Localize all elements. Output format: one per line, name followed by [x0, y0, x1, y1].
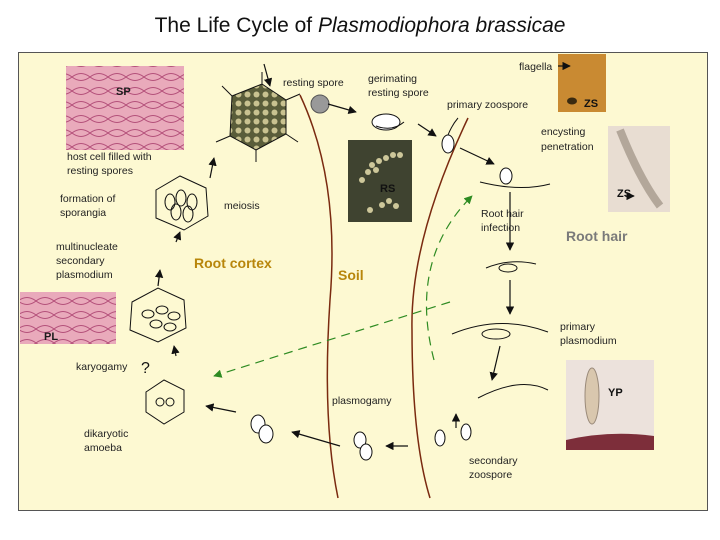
label-multinucleate-2: secondary — [56, 255, 105, 267]
germinating-zoospore-flagellum — [375, 121, 405, 129]
label-primary-plasmodium-1: primary — [560, 321, 596, 333]
root-hair-early-shape — [485, 261, 537, 269]
photo-zs-right: ZS — [608, 126, 670, 212]
label-plasmogamy: plasmogamy — [332, 395, 392, 407]
label-question-mark: ? — [141, 360, 150, 377]
secondary-zoospore-icon-2 — [460, 423, 472, 441]
label-flagella: flagella — [519, 61, 552, 73]
diagram-title: The Life Cycle of Plasmodiophora brassic… — [0, 14, 720, 38]
label-germinating-1: gerimating — [368, 73, 417, 85]
photo-pl-label: PL — [44, 331, 58, 343]
plasmogamy-cell-1 — [353, 431, 367, 449]
label-secondary-2: zoospore — [469, 469, 512, 481]
cortex-boundary-line — [299, 94, 339, 499]
photo-sp: SP — [66, 66, 184, 150]
label-host-cell-1: host cell filled with — [67, 151, 152, 163]
root-hair-infection-shape — [479, 181, 551, 189]
label-meiosis: meiosis — [224, 200, 260, 212]
label-resting-spore: resting spore — [283, 77, 344, 89]
photo-rs: RS — [348, 140, 412, 222]
label-root-hair-infection-1: Root hair — [481, 208, 524, 220]
label-dikaryotic-2: amoeba — [84, 442, 122, 454]
label-primary-plasmodium-2: plasmodium — [560, 335, 617, 347]
encysting-zoospore-icon — [499, 167, 513, 185]
root-hair-zoospores-shape — [477, 384, 549, 399]
sporangia-cell-shape — [155, 175, 209, 231]
photo-rs-label: RS — [380, 183, 395, 195]
zone-root-cortex: Root cortex — [194, 255, 272, 271]
dashed-arrow-root-hair — [425, 195, 473, 361]
label-multinucleate-1: multinucleate — [56, 241, 118, 253]
plasmodium-contents — [141, 305, 181, 332]
label-dikaryotic-1: dikaryotic — [84, 428, 128, 440]
root-hair-plasmodium-shape — [451, 322, 549, 335]
photo-yp: YP — [566, 360, 654, 450]
label-formation-1: formation of — [60, 193, 116, 205]
title-species: Plasmodiophora brassicae — [317, 14, 566, 37]
primary-zoospore-flagellum — [447, 117, 459, 136]
label-formation-2: sporangia — [60, 207, 106, 219]
zone-root-hair: Root hair — [566, 228, 628, 244]
resting-spore-icon — [310, 94, 330, 114]
label-germinating-2: resting spore — [368, 87, 429, 99]
host-cell-spores-shape — [229, 83, 287, 151]
photo-pl: PL — [20, 292, 116, 344]
host-cell-walls — [215, 72, 301, 162]
zone-soil: Soil — [338, 267, 364, 283]
cycle-arrows — [154, 63, 515, 451]
label-host-cell-2: resting spores — [67, 165, 133, 177]
title-prefix: The Life Cycle of — [154, 14, 318, 37]
root-hair-boundary-line — [411, 117, 469, 499]
photo-zs-top: ZS — [558, 54, 606, 112]
secondary-zoospore-icon-1 — [434, 429, 446, 447]
label-encysting-2: penetration — [541, 141, 594, 153]
plasmodium-cell-shape — [129, 287, 187, 343]
label-root-hair-infection-2: infection — [481, 222, 520, 234]
photo-zs-right-label: ZS — [617, 188, 631, 200]
label-primary-zoospore: primary zoospore — [447, 99, 528, 111]
germinating-spore-icon — [371, 113, 401, 131]
fusing-cell-2 — [258, 424, 274, 444]
dashed-arrow-cortex — [213, 301, 451, 378]
photo-zs-top-label: ZS — [584, 98, 598, 110]
label-karyogamy: karyogamy — [76, 361, 128, 373]
label-encysting-1: encysting — [541, 126, 586, 138]
primary-zoospore-icon — [441, 134, 455, 154]
photo-yp-label: YP — [608, 387, 623, 399]
dikaryotic-contents — [155, 397, 175, 407]
photo-sp-label: SP — [116, 86, 131, 98]
label-secondary-1: secondary — [469, 455, 518, 467]
plasmogamy-cell-2 — [359, 443, 373, 461]
dikaryotic-cell-shape — [145, 379, 185, 425]
primary-plasmodium-icon — [481, 328, 511, 340]
sporangia-contents — [164, 189, 198, 223]
early-plasmodium-icon — [498, 263, 518, 273]
label-multinucleate-3: plasmodium — [56, 269, 113, 281]
